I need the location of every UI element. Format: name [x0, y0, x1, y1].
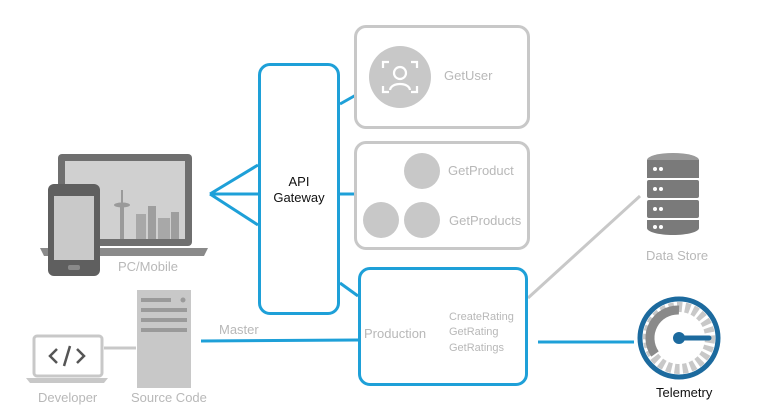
api-gateway-label: API Gateway [258, 174, 340, 206]
production-op-get-rating: GetRating [449, 326, 499, 338]
developer-label: Developer [38, 390, 98, 405]
products-dot-icon-1 [363, 202, 399, 238]
master-label: Master [219, 322, 259, 337]
gateway-production-line [339, 281, 359, 298]
product-dot-icon [404, 153, 440, 189]
client-gateway-line-top [209, 163, 259, 196]
pc-mobile-label: PC/Mobile [118, 259, 178, 274]
gauge-icon [637, 296, 721, 380]
api-gateway-box[interactable] [258, 63, 340, 315]
developer-laptop-icon [24, 334, 110, 384]
production-op-create-rating: CreateRating [449, 311, 514, 323]
production-service-box[interactable] [358, 267, 528, 386]
production-label: Production [364, 326, 427, 341]
api-gateway-label-line1: API [288, 174, 310, 189]
pc-mobile-icon [38, 152, 210, 280]
getproduct-label: GetProduct [448, 163, 514, 178]
getuser-label: GetUser [444, 68, 493, 83]
server-icon [137, 290, 191, 388]
user-icon [369, 46, 431, 108]
production-datastore-line [526, 194, 642, 300]
data-store-label: Data Store [646, 248, 709, 263]
database-icon [645, 152, 701, 236]
source-code-label: Source Code [131, 390, 207, 405]
master-line [200, 338, 359, 343]
getproducts-label: GetProducts [449, 213, 522, 228]
api-gateway-label-line2: Gateway [273, 190, 325, 205]
production-op-get-ratings: GetRatings [449, 342, 505, 354]
products-dot-icon-2 [404, 202, 440, 238]
gateway-getuser-line [339, 93, 357, 106]
client-gateway-line-bottom [209, 192, 259, 227]
product-service-box[interactable] [354, 141, 530, 250]
telemetry-label: Telemetry [656, 385, 713, 400]
getuser-service-box[interactable] [354, 25, 530, 129]
